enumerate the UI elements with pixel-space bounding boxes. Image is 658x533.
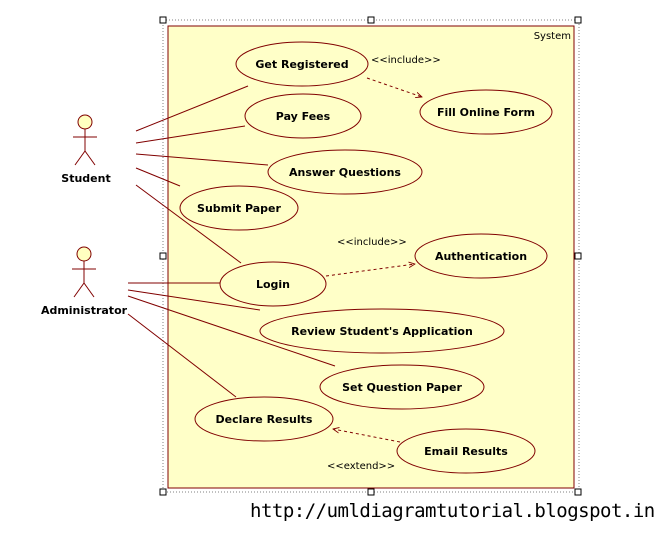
use-case-label: Review Student's Application — [291, 325, 473, 338]
resize-handle-bottom-middle[interactable] — [367, 488, 375, 496]
assoc-student-get-registered[interactable] — [135, 85, 249, 132]
include-label-1: <<include>> — [371, 55, 441, 66]
selection-handles[interactable] — [159, 16, 582, 496]
use-case-pay-fees[interactable]: Pay Fees — [244, 93, 362, 139]
actor-label-administrator: Administrator — [41, 304, 128, 317]
use-case-label: Submit Paper — [197, 202, 281, 215]
use-case-label: Get Registered — [255, 58, 348, 71]
assoc-admin-declare-results[interactable] — [127, 313, 237, 398]
use-case-authentication[interactable]: Authentication — [414, 233, 548, 279]
actor-student[interactable] — [73, 114, 97, 166]
use-case-label: Pay Fees — [276, 110, 331, 123]
assoc-admin-set-question-paper[interactable] — [127, 295, 336, 367]
actor-head — [76, 246, 92, 262]
system-title: System — [534, 31, 571, 42]
actor-head — [77, 114, 93, 130]
use-case-label: Login — [256, 278, 290, 291]
assoc-student-login[interactable] — [135, 184, 242, 264]
use-case-label: Answer Questions — [289, 166, 401, 179]
include-arrow-login-authentication[interactable] — [325, 264, 415, 277]
use-case-email-results[interactable]: Email Results — [396, 428, 536, 474]
use-case-label: Authentication — [435, 250, 527, 263]
source-url: http://umldiagramtutorial.blogspot.in — [250, 500, 655, 522]
use-case-label: Declare Results — [216, 413, 313, 426]
resize-handle-bottom-right[interactable] — [574, 488, 582, 496]
use-case-answer-questions[interactable]: Answer Questions — [267, 149, 423, 195]
use-case-declare-results[interactable]: Declare Results — [194, 396, 334, 442]
use-case-get-registered[interactable]: Get Registered — [235, 41, 369, 87]
assoc-student-answer-questions[interactable] — [135, 153, 269, 166]
resize-handle-top-middle[interactable] — [367, 16, 375, 24]
resize-handle-top-right[interactable] — [574, 16, 582, 24]
resize-handle-top-left[interactable] — [159, 16, 167, 24]
extend-label-1: <<extend>> — [327, 461, 395, 472]
use-case-review-application[interactable]: Review Student's Application — [259, 308, 505, 354]
use-case-label: Fill Online Form — [437, 106, 535, 119]
assoc-student-submit-paper[interactable] — [135, 167, 181, 187]
include-arrow-registered-form[interactable] — [366, 77, 422, 97]
assoc-student-pay-fees[interactable] — [135, 125, 246, 144]
extend-arrow-email-declare[interactable] — [333, 429, 401, 443]
use-case-label: Email Results — [424, 445, 508, 458]
use-case-label: Set Question Paper — [342, 381, 462, 394]
actor-administrator[interactable] — [72, 246, 96, 298]
use-case-set-question-paper[interactable]: Set Question Paper — [319, 364, 485, 410]
assoc-admin-review-application[interactable] — [127, 289, 261, 311]
resize-handle-bottom-left[interactable] — [159, 488, 167, 496]
resize-handle-middle-right[interactable] — [574, 252, 582, 260]
use-case-submit-paper[interactable]: Submit Paper — [179, 185, 299, 231]
use-case-fill-online-form[interactable]: Fill Online Form — [419, 89, 553, 135]
use-case-login[interactable]: Login — [219, 261, 327, 307]
actor-label-student: Student — [61, 172, 110, 185]
include-label-2: <<include>> — [337, 237, 407, 248]
resize-handle-middle-left[interactable] — [159, 252, 167, 260]
